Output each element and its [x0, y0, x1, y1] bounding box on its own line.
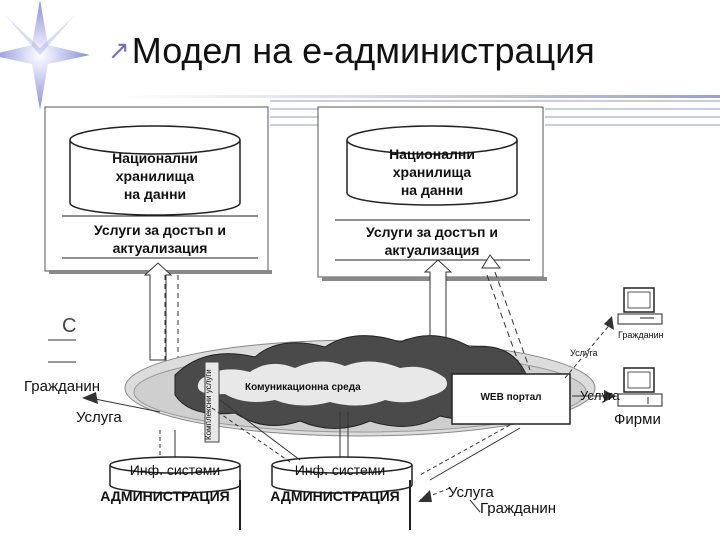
repo-left-line2: хранилища: [115, 168, 195, 184]
admin-left-label: АДМИНИСТРАЦИЯ: [100, 488, 230, 504]
bottom-citizen-arrow: [418, 487, 481, 513]
computer-icon-mid-right: [617, 367, 663, 407]
header-decoration-lines: [120, 95, 720, 126]
repository-box-left: [44, 106, 272, 274]
citizen-person-icon-left: C: [48, 315, 76, 363]
svg-text:C: C: [62, 315, 76, 337]
admin-connection-arrows: [159, 399, 521, 481]
repo-right-services-line2: актуализация: [384, 242, 480, 258]
bottom-citizen-label: Гражданин: [480, 500, 557, 517]
page-title: ↗Модел на е-администрация: [108, 30, 595, 72]
right-top-service-label: Услуга: [570, 348, 598, 358]
repo-left-line1: Национални: [112, 150, 198, 166]
star-decoration-icon: [0, 0, 90, 110]
admin-left-system-label: Инф. системи: [129, 462, 221, 478]
title-bullet-icon: ↗: [108, 35, 130, 65]
title-text: Модел на е-администрация: [131, 30, 595, 71]
repo-to-portal-arrow: [481, 254, 531, 373]
computer-icon-top-right: [617, 287, 663, 325]
repository-box-right: [317, 106, 547, 281]
repo-left-line3: на данни: [123, 186, 187, 202]
repo-right-line2: хранилища: [392, 164, 472, 180]
repo-left-services-line1: Услуги за достъп и: [94, 222, 226, 238]
bottom-service-label: Услуга: [448, 484, 494, 501]
right-actor-arrows: [564, 316, 616, 402]
web-portal-box: [451, 373, 571, 425]
complex-services-bar: [204, 361, 220, 443]
left-service-label: Услуга: [76, 409, 122, 426]
admin-right-system-label: Инф. системи: [294, 462, 386, 478]
firms-label: Фирми: [614, 411, 661, 428]
right-top-citizen-label: Гражданин: [618, 330, 664, 340]
admin-cylinder-left: [109, 456, 241, 530]
admin-right-label: АДМИНИСТРАЦИЯ: [270, 488, 400, 504]
repo-right-line1: Национални: [389, 146, 475, 162]
web-portal-label: WEB портал: [480, 392, 542, 403]
network-label: Комуникационна среда: [245, 382, 361, 393]
complex-services-label: Комплексни услуги: [204, 369, 213, 440]
right-mid-service-label: Услуга: [580, 388, 620, 403]
admin-cylinder-right: [271, 456, 413, 530]
repo-left-services-line2: актуализация: [112, 240, 208, 256]
repo-right-line3: на данни: [400, 182, 464, 198]
citizen-service-arrow: [82, 392, 161, 413]
repo-access-arrows: [143, 259, 453, 370]
repo-right-services-line1: Услуги за достъп и: [366, 224, 498, 240]
left-citizen-label: Гражданин: [24, 378, 101, 395]
